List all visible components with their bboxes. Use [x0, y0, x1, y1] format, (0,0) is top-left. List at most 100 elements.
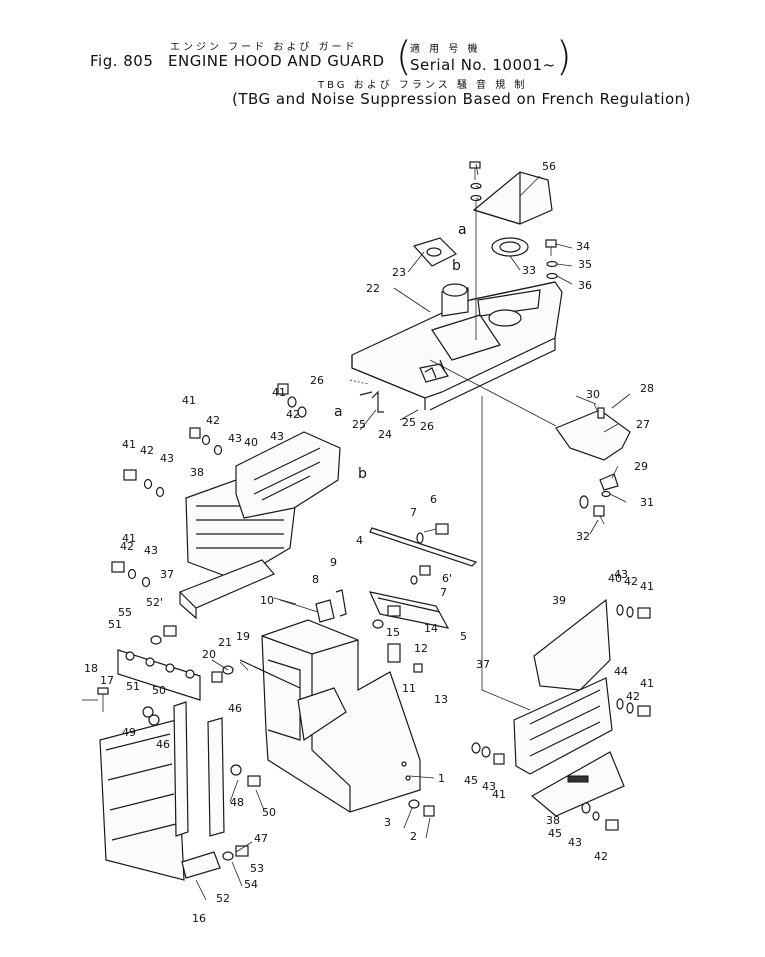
figure-number: Fig. 805 — [90, 52, 154, 70]
rail-17-bolt-1 — [125, 651, 135, 661]
callout-46: 46 — [156, 738, 170, 751]
air-scoop-53-edges — [473, 172, 521, 225]
callout-4: 4 — [356, 534, 363, 547]
gasket-34-inner — [499, 241, 521, 253]
bar-19 — [239, 659, 301, 689]
washer-15 — [372, 619, 384, 629]
callout-42: 42 — [594, 850, 608, 863]
callout-25: 25 — [352, 418, 366, 431]
leader-line — [509, 255, 521, 271]
callout-54: 54 — [244, 878, 258, 891]
leader-line — [556, 275, 573, 285]
leader-line — [475, 197, 481, 201]
reference-line-right-lower — [481, 689, 531, 711]
callout-25: 25 — [402, 416, 416, 429]
washer-46 — [230, 764, 242, 776]
reference-letter-b: b — [452, 258, 461, 274]
callout-7: 7 — [440, 586, 447, 599]
cover-27 — [555, 409, 631, 461]
washer-52 — [222, 851, 234, 861]
spring-9 — [335, 589, 347, 617]
side-cover-16-ribs — [105, 733, 177, 841]
callout-38: 38 — [190, 466, 204, 479]
leader-line — [195, 879, 207, 901]
leader-line — [475, 163, 479, 176]
leader-line — [231, 861, 243, 887]
callout-28: 28 — [640, 382, 654, 395]
callout-17: 17 — [100, 674, 114, 687]
serial-close-paren: ) — [556, 34, 572, 80]
callout-52: 52 — [216, 892, 230, 905]
callout-6-prime: 6' — [442, 572, 452, 585]
serial-open-paren: ( — [396, 34, 412, 80]
bracket-50 — [181, 851, 221, 879]
leader-line — [589, 519, 599, 535]
callout-33: 33 — [522, 264, 536, 277]
washer-43-b — [213, 444, 223, 456]
bolt-32 — [593, 505, 605, 525]
leader-line — [403, 807, 413, 829]
bolt-13 — [413, 663, 423, 673]
callout-40: 40 — [608, 572, 622, 585]
leader-line — [393, 287, 431, 313]
plate-23-hole — [426, 247, 442, 257]
callout-34: 34 — [576, 240, 590, 253]
jp-subtitle: TBG および フランス 騒 音 規 制 — [318, 80, 528, 91]
callout-42: 42 — [624, 575, 638, 588]
bolt-41-b — [189, 427, 201, 439]
leader-line — [235, 841, 253, 853]
rail-17-bolt-2 — [145, 657, 155, 667]
callout-15: 15 — [386, 626, 400, 639]
leader-line — [611, 465, 619, 479]
callout-45: 45 — [464, 774, 478, 787]
bolt-14 — [387, 605, 401, 617]
callout-2: 2 — [410, 830, 417, 843]
washer-42-b — [201, 434, 211, 446]
side-panel-40-right — [533, 598, 611, 691]
leader-line — [273, 597, 297, 605]
callout-44: 44 — [614, 665, 628, 678]
callout-18: 18 — [84, 662, 98, 675]
callout-31: 31 — [640, 496, 654, 509]
figure-title: ENGINE HOOD AND GUARD — [168, 52, 385, 70]
callout-3: 3 — [384, 816, 391, 829]
leader-line — [409, 775, 435, 779]
pin-30 — [593, 403, 599, 413]
callout-7: 7 — [410, 506, 417, 519]
callout-43: 43 — [568, 836, 582, 849]
callout-37: 37 — [476, 658, 490, 671]
callout-21: 21 — [218, 636, 232, 649]
bolt-2 — [423, 805, 435, 817]
bolt-41-c — [123, 469, 137, 481]
callout-22: 22 — [366, 282, 380, 295]
callout-42: 42 — [120, 540, 134, 553]
leader-line — [359, 409, 377, 431]
side-panel-40-ribs — [253, 447, 321, 501]
callout-41: 41 — [122, 532, 136, 545]
leader-line — [575, 395, 597, 405]
leader-line — [556, 263, 573, 267]
rail-5-edge — [377, 597, 441, 613]
callout-52-prime: 52' — [146, 596, 163, 609]
callout-41: 41 — [182, 394, 196, 407]
leader-line — [425, 817, 431, 839]
callout-43: 43 — [482, 780, 496, 793]
rail-17-bolt-4 — [185, 669, 195, 679]
callout-27: 27 — [636, 418, 650, 431]
callout-42: 42 — [140, 444, 154, 457]
callout-1: 1 — [438, 772, 445, 785]
washer-52-prime — [150, 635, 162, 645]
washer-42-c — [143, 478, 153, 490]
leader-line — [399, 409, 419, 421]
washer-43-d — [141, 576, 151, 588]
bolt-10 — [279, 599, 319, 613]
callout-46: 46 — [228, 702, 242, 715]
callout-49: 49 — [122, 726, 136, 739]
callout-43: 43 — [270, 430, 284, 443]
bolt-35 — [545, 239, 557, 256]
washer-42-d — [127, 568, 137, 580]
bracket-25 — [359, 391, 373, 396]
rail-17-bolt-3 — [165, 663, 175, 673]
side-panel-38-right — [513, 677, 613, 775]
